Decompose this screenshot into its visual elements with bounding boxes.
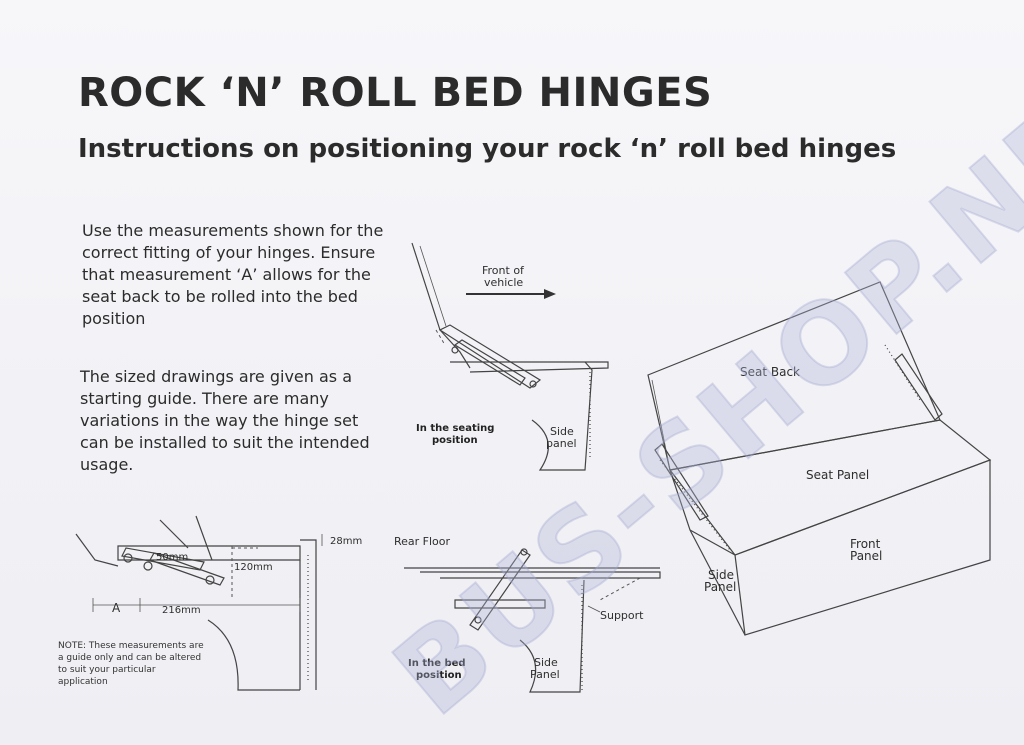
side-panel-edge — [689, 529, 746, 636]
seating-position-diagram: Front of vehicle In the seating position… — [411, 242, 609, 471]
front-panel-label-1: Front — [850, 537, 881, 551]
bed-pivot-2 — [474, 616, 482, 624]
measure-side-panel-edge — [300, 539, 317, 690]
measurement-diagram: 28mm 50mm 120mm 216mm A — [75, 515, 362, 691]
measure-arm-upper-1 — [159, 519, 189, 549]
dim-a-label: A — [112, 601, 121, 615]
seating-caption-2: position — [432, 435, 478, 446]
seating-hinge-arm-1 — [438, 324, 542, 389]
measure-pivot-3 — [205, 575, 215, 585]
dim-120-label: 120mm — [234, 562, 273, 573]
intro-paragraph: Use the measurements shown for the corre… — [82, 221, 384, 328]
bed-support-guide — [599, 577, 641, 601]
bed-hinge-arm-2 — [454, 599, 546, 609]
direction-label-2: vehicle — [484, 276, 523, 289]
measure-seat-back-edge — [75, 533, 119, 567]
bed-side-label-1: Side — [534, 656, 558, 669]
seat-assembly-diagram: Seat Back Seat Panel Front Panel Side Pa… — [647, 281, 992, 636]
measure-pivot-2 — [143, 561, 153, 571]
measure-side-panel-curve — [207, 619, 300, 691]
bed-side-label-2: Panel — [530, 668, 560, 681]
dim-50-label: 50mm — [156, 552, 188, 563]
seat-back-label: Seat Back — [740, 365, 800, 379]
seat-panel-outline — [668, 419, 992, 556]
measure-dimension-guide — [231, 546, 258, 600]
guide-paragraph: The sized drawings are given as a starti… — [80, 367, 370, 474]
dim-28-label: 28mm — [330, 536, 362, 547]
bed-support-pointer — [587, 605, 601, 613]
direction-label-1: Front of — [482, 264, 525, 277]
page-subtitle: Instructions on positioning your rock ‘n… — [78, 134, 897, 164]
page-title: ROCK ‘N’ ROLL BED HINGES — [78, 70, 713, 116]
seat-hinge-left — [654, 443, 709, 521]
rear-floor-label: Rear Floor — [394, 535, 451, 548]
seat-hinge-screws-right — [884, 344, 921, 401]
measure-pivot-1 — [123, 553, 133, 563]
bed-pivot-1 — [520, 548, 528, 556]
front-panel-label-2: Panel — [850, 549, 882, 563]
seating-side-label-2: panel — [546, 437, 577, 450]
side-panel-label-2: Panel — [704, 580, 736, 594]
seating-side-label-1: Side — [550, 425, 574, 438]
bed-side-panel — [519, 579, 585, 693]
seating-seat-panel — [450, 361, 609, 373]
arrow-head-icon — [544, 289, 556, 299]
support-label: Support — [600, 609, 644, 622]
seating-pivot-2 — [451, 346, 459, 354]
bed-hinge-arm-1 — [469, 549, 531, 631]
measure-hinge-arm-2 — [149, 552, 225, 586]
seating-hinge-arm-2 — [453, 339, 526, 386]
seating-caption-1: In the seating — [416, 423, 494, 434]
front-panel-outline — [734, 459, 991, 636]
seat-back-left-edge — [651, 379, 671, 471]
seat-hinge-right — [894, 353, 943, 421]
dim-216-label: 216mm — [162, 605, 201, 616]
seating-seat-back-inner — [419, 245, 447, 327]
measure-hinge-arm-1 — [121, 547, 205, 571]
measurement-note: NOTE: These measurements are a guide onl… — [58, 641, 204, 687]
side-panel-label-1: Side — [708, 568, 734, 582]
bed-seat-panel — [420, 571, 661, 579]
bed-position-diagram: Rear Floor Support In the bed position S… — [394, 535, 661, 693]
bed-caption-1: In the bed — [408, 658, 466, 669]
seating-pivot-1 — [529, 380, 537, 388]
seating-guide-marks — [435, 329, 446, 346]
seating-seat-back-edge — [411, 242, 471, 369]
seating-side-panel — [531, 361, 593, 471]
measure-arm-upper-2 — [195, 515, 213, 561]
seat-panel-label: Seat Panel — [806, 468, 869, 482]
bed-caption-2: position — [416, 670, 462, 681]
